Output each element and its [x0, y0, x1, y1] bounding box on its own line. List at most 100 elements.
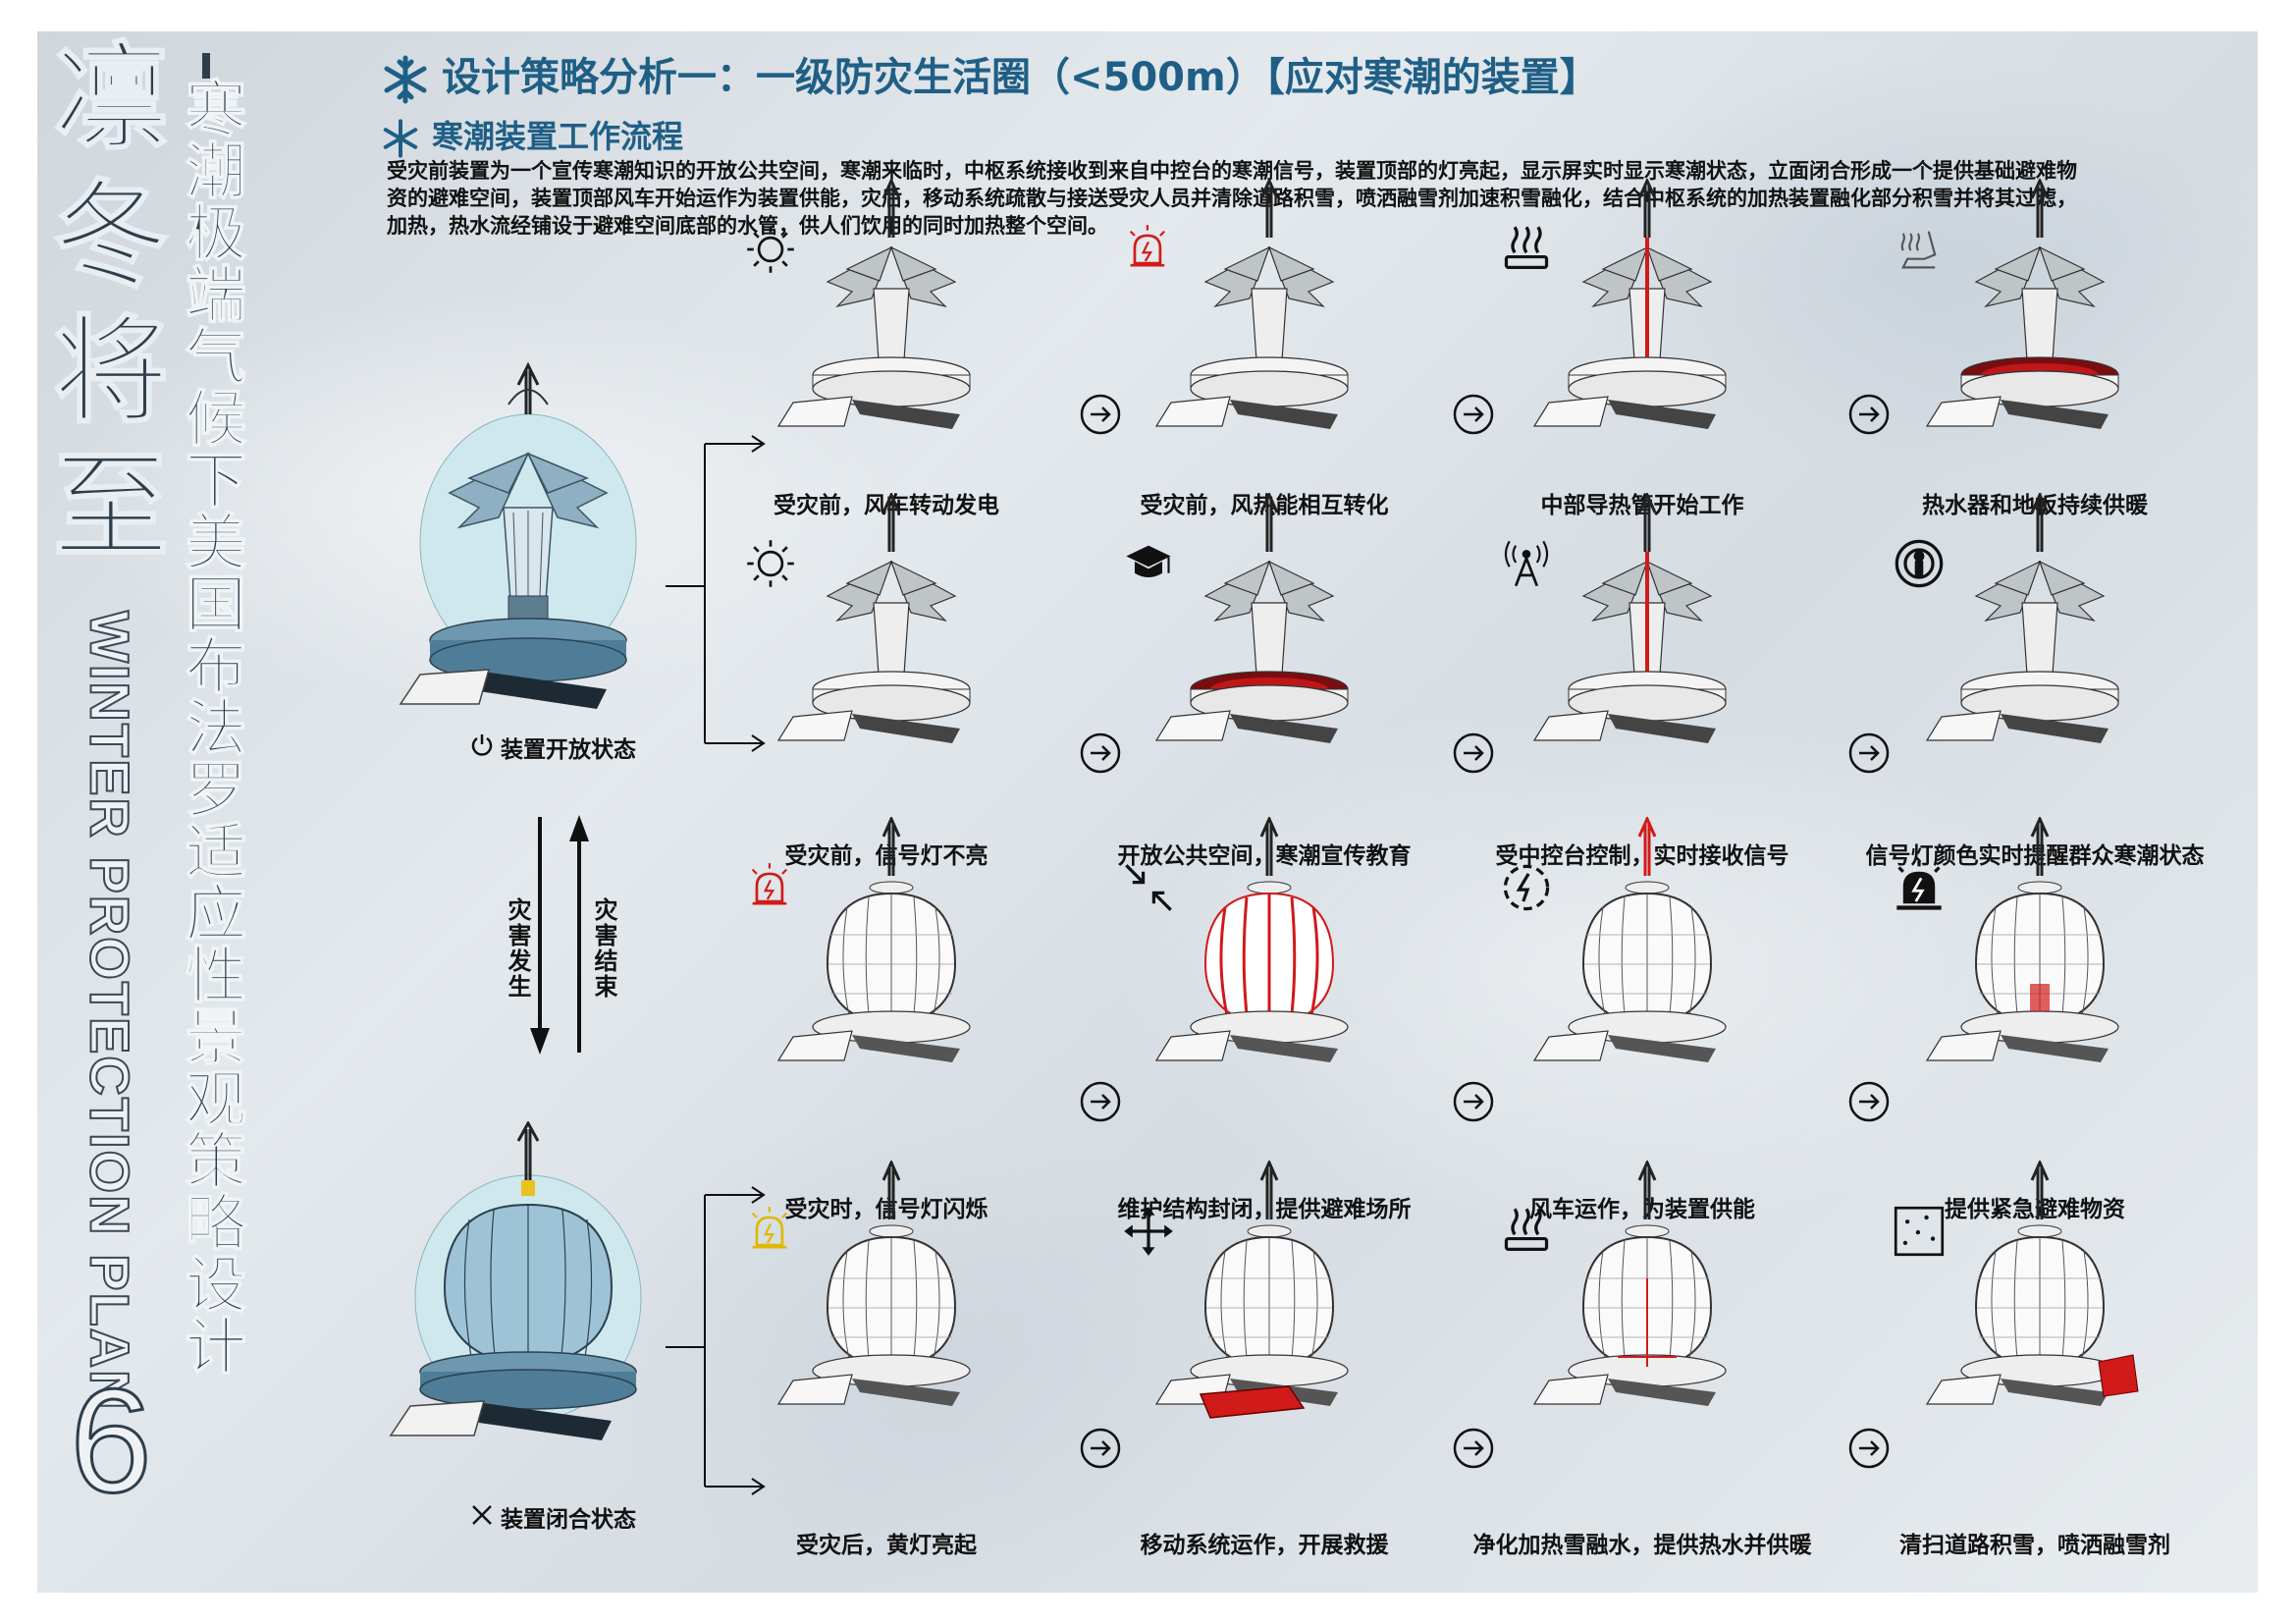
snowflake-icon — [383, 119, 418, 158]
workflow-step — [764, 1159, 1019, 1426]
device-illustration — [1154, 177, 1349, 429]
section-subheading: 寒潮装置工作流程 — [381, 112, 683, 158]
subtitle-char: 观 — [185, 1063, 247, 1135]
subtitle-char: 气 — [185, 321, 247, 393]
step-caption: 受灾时，信号灯闪烁 — [784, 1197, 988, 1222]
subtitle-char: 美 — [185, 507, 247, 578]
step-caption: 提供紧急避难物资 — [1945, 1197, 2125, 1222]
subtitle-char: 计 — [185, 1311, 247, 1382]
subtitle-char: 罗 — [185, 754, 247, 826]
page-number: 6 — [69, 1358, 153, 1523]
step-caption: 开放公共空间，寒潮宣传教育 — [1117, 843, 1412, 869]
next-step-arrow-icon — [1079, 1080, 1122, 1123]
next-step-arrow-icon — [1847, 1080, 1891, 1123]
english-title: WINTER PROTECTION PLAN — [61, 610, 159, 1413]
workflow-step — [1912, 177, 2167, 444]
next-step-arrow-icon — [1079, 393, 1122, 436]
power-cycle-icon — [1500, 861, 1553, 918]
alarm-off-icon — [1122, 223, 1175, 280]
next-step-arrow-icon — [1452, 393, 1495, 436]
next-step-arrow-icon — [1847, 731, 1891, 775]
closed-state-label: 装置闭合状态 — [501, 1507, 636, 1533]
subtitle-bar — [202, 53, 210, 79]
workflow-step — [1142, 1159, 1397, 1426]
workflow-step — [764, 177, 1019, 444]
subtitle-char: 潮 — [185, 135, 247, 207]
step-caption: 信号灯颜色实时提醒群众寒潮状态 — [1865, 843, 2205, 869]
heater-icon — [1500, 1205, 1553, 1262]
power-icon — [471, 734, 493, 756]
snowflake-icon — [384, 55, 427, 104]
step-caption: 受中控台控制，实时接收信号 — [1495, 843, 1789, 869]
section-subheading-text: 寒潮装置工作流程 — [432, 118, 684, 155]
title-char-1: 凛 — [52, 31, 170, 166]
workflow-step — [1912, 491, 2167, 758]
intro-paragraph: 受灾前装置为一个宣传寒潮知识的开放公共空间，寒潮来临时，中枢系统接收到来自中控台… — [387, 159, 2077, 238]
device-illustration — [1925, 177, 2119, 429]
alarm-red-icon — [744, 861, 797, 918]
device-illustration — [1925, 815, 2119, 1062]
step-caption: 风车运作，为装置供能 — [1529, 1197, 1755, 1222]
alarm-yellow-icon — [744, 1205, 797, 1262]
closed-branch-bracket — [666, 1186, 766, 1495]
subtitle-char: 候 — [185, 383, 247, 455]
alarm-black-icon — [1893, 861, 1946, 918]
snow-board-icon — [1893, 1205, 1946, 1262]
heater-icon — [1500, 223, 1553, 280]
device-open-illustration — [399, 361, 637, 709]
subtitle-char: 国 — [185, 568, 247, 640]
device-illustration — [1925, 1159, 2139, 1406]
subtitle-char: 设 — [185, 1249, 247, 1321]
workflow-step — [1520, 491, 1775, 758]
title-char-2: 冬 — [52, 168, 170, 303]
step-caption: 受灾前，信号灯不亮 — [784, 843, 988, 869]
state-transition-arrows — [530, 815, 589, 1055]
subtitle-char: 应 — [185, 878, 247, 949]
subtitle-char: 极 — [185, 197, 247, 269]
title-char-3: 将 — [52, 303, 170, 439]
section-heading-text: 设计策略分析一：一级防灾生活圈（<500m）【应对寒潮的装置】 — [442, 55, 1599, 100]
workflow-step — [1520, 815, 1775, 1082]
device-closed-illustration — [389, 1121, 642, 1440]
workflow-step — [1142, 491, 1397, 758]
poster: 凛 冬 将 至 WINTER PROTECTION PLAN 6 寒 潮 极 端… — [37, 31, 2258, 1593]
section-heading: 设计策略分析一：一级防灾生活圈（<500m）【应对寒潮的装置】 — [381, 45, 1599, 104]
step-caption: 移动系统运作，开展救援 — [1140, 1533, 1389, 1558]
next-step-arrow-icon — [1847, 1427, 1891, 1470]
device-illustration — [776, 815, 971, 1062]
device-illustration — [776, 491, 971, 743]
subtitle-char: 端 — [185, 259, 247, 331]
subtitle: 寒 潮 极 端 气 候 下 美 国 布 法 罗 适 应 性 景 观 策 略 设 … — [177, 78, 255, 1382]
device-illustration — [1154, 1159, 1349, 1419]
device-illustration — [1154, 815, 1349, 1062]
step-caption: 维护结构封闭，提供避难场所 — [1117, 1197, 1412, 1222]
title-char-4: 至 — [52, 439, 170, 574]
graduation-cap-icon — [1122, 537, 1175, 594]
workflow-step — [1520, 177, 1775, 444]
subtitle-char: 性 — [185, 940, 247, 1011]
subtitle-char: 策 — [185, 1125, 247, 1197]
subtitle-char: 略 — [185, 1187, 247, 1259]
antenna-icon — [1500, 537, 1553, 594]
sun-icon — [744, 223, 797, 280]
subtitle-char: 下 — [185, 445, 247, 516]
workflow-step — [1912, 815, 2167, 1082]
next-step-arrow-icon — [1452, 731, 1495, 775]
subtitle-char: 布 — [185, 630, 247, 702]
shrink-icon — [1122, 861, 1175, 918]
subtitle-char: 法 — [185, 692, 247, 764]
disaster-start-label: 灾害发生 — [504, 897, 531, 1000]
english-title-text: WINTER PROTECTION PLAN — [79, 610, 142, 1413]
device-illustration — [1532, 491, 1727, 743]
device-illustration — [1154, 491, 1349, 743]
broadcast-icon — [1893, 537, 1946, 594]
device-illustration — [1532, 177, 1727, 429]
disaster-end-label: 灾害结束 — [590, 897, 617, 1000]
seat-heat-icon — [1893, 223, 1946, 280]
device-illustration — [776, 177, 971, 429]
next-step-arrow-icon — [1847, 393, 1891, 436]
subtitle-char: 景 — [185, 1001, 247, 1073]
close-icon — [472, 1505, 492, 1525]
workflow-step — [1142, 177, 1397, 444]
step-caption: 受灾后，黄灯亮起 — [796, 1533, 977, 1558]
